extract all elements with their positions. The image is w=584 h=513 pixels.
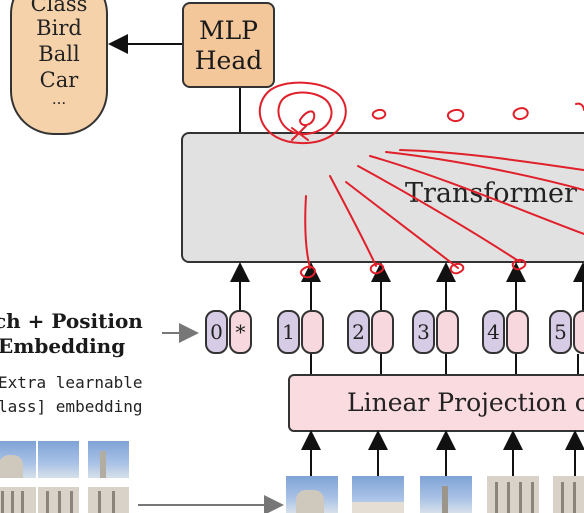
image-patch — [38, 441, 79, 478]
annotation-stroke-7 — [399, 149, 584, 171]
annotation-mark-4 — [575, 102, 584, 111]
annotation-cross — [291, 125, 309, 141]
flattened-patch-3 — [420, 476, 472, 513]
annotation-stroke-2 — [329, 175, 377, 267]
annotation-circle-inner — [277, 91, 333, 136]
image-patch — [38, 487, 79, 513]
class-output-box: Class Bird Ball Car ... — [10, 0, 108, 135]
image-patch — [0, 487, 36, 513]
position-token-0: 0 — [205, 310, 228, 354]
class-car: Car — [39, 68, 79, 92]
image-patch — [88, 487, 129, 513]
class-ellipsis: ... — [51, 90, 67, 108]
class-token-star: * — [229, 310, 252, 354]
position-token-2: 2 — [347, 310, 370, 354]
mlp-head-line2: Head — [194, 46, 263, 75]
class-label: Class — [30, 0, 88, 16]
image-patch — [88, 441, 129, 478]
annotation-mark-1 — [371, 108, 387, 120]
position-token-5: 5 — [549, 310, 572, 354]
position-token-1: 1 — [277, 310, 300, 354]
class-bird: Bird — [36, 16, 82, 40]
embedding-line1: ch + Position — [0, 309, 143, 333]
annotation-stroke-4 — [357, 165, 521, 263]
linear-projection-label: Linear Projection o — [347, 388, 584, 417]
extra-line1: Extra learnable — [0, 373, 143, 392]
linear-projection-box: Linear Projection o — [288, 374, 584, 432]
annotation-dot-1 — [300, 265, 316, 279]
patch-embedding-2 — [371, 310, 394, 354]
position-token-3: 3 — [412, 310, 435, 354]
annotation-dot-2 — [369, 262, 385, 275]
extra-line2: lass] embedding — [0, 397, 143, 416]
flattened-patch-4 — [487, 476, 539, 513]
annotation-dot-3 — [449, 262, 465, 275]
annotation-circle-outer — [258, 81, 347, 145]
extra-learnable-label: Extra learnable lass] embedding — [0, 371, 143, 419]
flattened-patch-2 — [352, 476, 404, 513]
annotation-mark-2 — [446, 108, 465, 122]
annotation-stroke-1 — [304, 195, 311, 269]
annotation-stroke-3 — [345, 181, 459, 269]
image-patch — [0, 441, 36, 478]
embedding-line2: Embedding — [0, 334, 126, 358]
red-annotations — [258, 81, 584, 279]
patch-embedding-4 — [506, 310, 529, 354]
flattened-patch-5 — [553, 476, 584, 513]
mlp-head-box: MLP Head — [182, 2, 275, 88]
annotation-stroke-5 — [369, 155, 584, 235]
patch-embedding-5 — [573, 310, 584, 354]
patch-position-embedding-label: ch + Position Embedding — [0, 309, 143, 359]
patch-embedding-3 — [436, 310, 459, 354]
class-ball: Ball — [38, 42, 80, 66]
annotation-o-mark — [298, 110, 316, 126]
mlp-head-line1: MLP — [198, 16, 259, 45]
annotation-stroke-6 — [385, 151, 584, 191]
patch-embedding-1 — [301, 310, 324, 354]
annotation-dot-4 — [511, 258, 527, 271]
flattened-patch-1 — [286, 476, 338, 513]
position-token-4: 4 — [482, 310, 505, 354]
annotation-mark-3 — [512, 107, 529, 120]
